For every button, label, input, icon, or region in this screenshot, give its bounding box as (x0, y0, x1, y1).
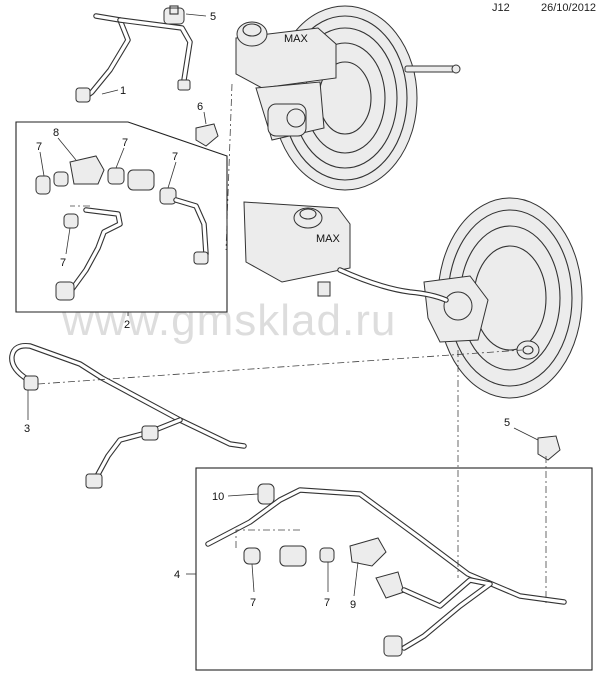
inset-frame-4 (195, 467, 593, 671)
upper-master-cylinder (235, 21, 337, 141)
callout-1: 1 (120, 85, 126, 97)
callout-7-a: 7 (36, 141, 42, 153)
watermark-text: www.gmsklad.ru (61, 296, 396, 345)
vacuum-hose-3 (9, 342, 247, 489)
callout-7-e: 7 (250, 597, 256, 609)
vacuum-hose-1 (75, 13, 193, 103)
callout-2: 2 (124, 319, 130, 331)
vacuum-hose-assembly-2 (35, 155, 209, 301)
vacuum-hose-assembly-4 (205, 483, 567, 657)
inset-frame-2 (15, 121, 228, 313)
callout-10: 10 (212, 491, 224, 503)
reservoir-upper-label: MAX (284, 33, 309, 45)
diagram-code: J12 (492, 2, 510, 14)
callout-6: 6 (197, 101, 203, 113)
callout-7-c: 7 (172, 151, 178, 163)
callout-7-d: 7 (60, 257, 66, 269)
part-5-clip-right (537, 435, 561, 461)
callout-7-f: 7 (324, 597, 330, 609)
callout-7-b: 7 (122, 137, 128, 149)
part-5-clip-top (163, 5, 185, 25)
diagram-date: 26/10/2012 (541, 2, 597, 14)
reservoir-lower-label: MAX (316, 233, 341, 245)
callout-4: 4 (174, 569, 180, 581)
callout-3: 3 (24, 423, 30, 435)
callout-5-right: 5 (504, 417, 510, 429)
callout-9: 9 (350, 599, 356, 611)
callout-5-top: 5 (210, 11, 216, 23)
lower-master-cylinder (243, 201, 489, 343)
callout-8: 8 (53, 127, 59, 139)
part-6-clip (195, 123, 219, 147)
